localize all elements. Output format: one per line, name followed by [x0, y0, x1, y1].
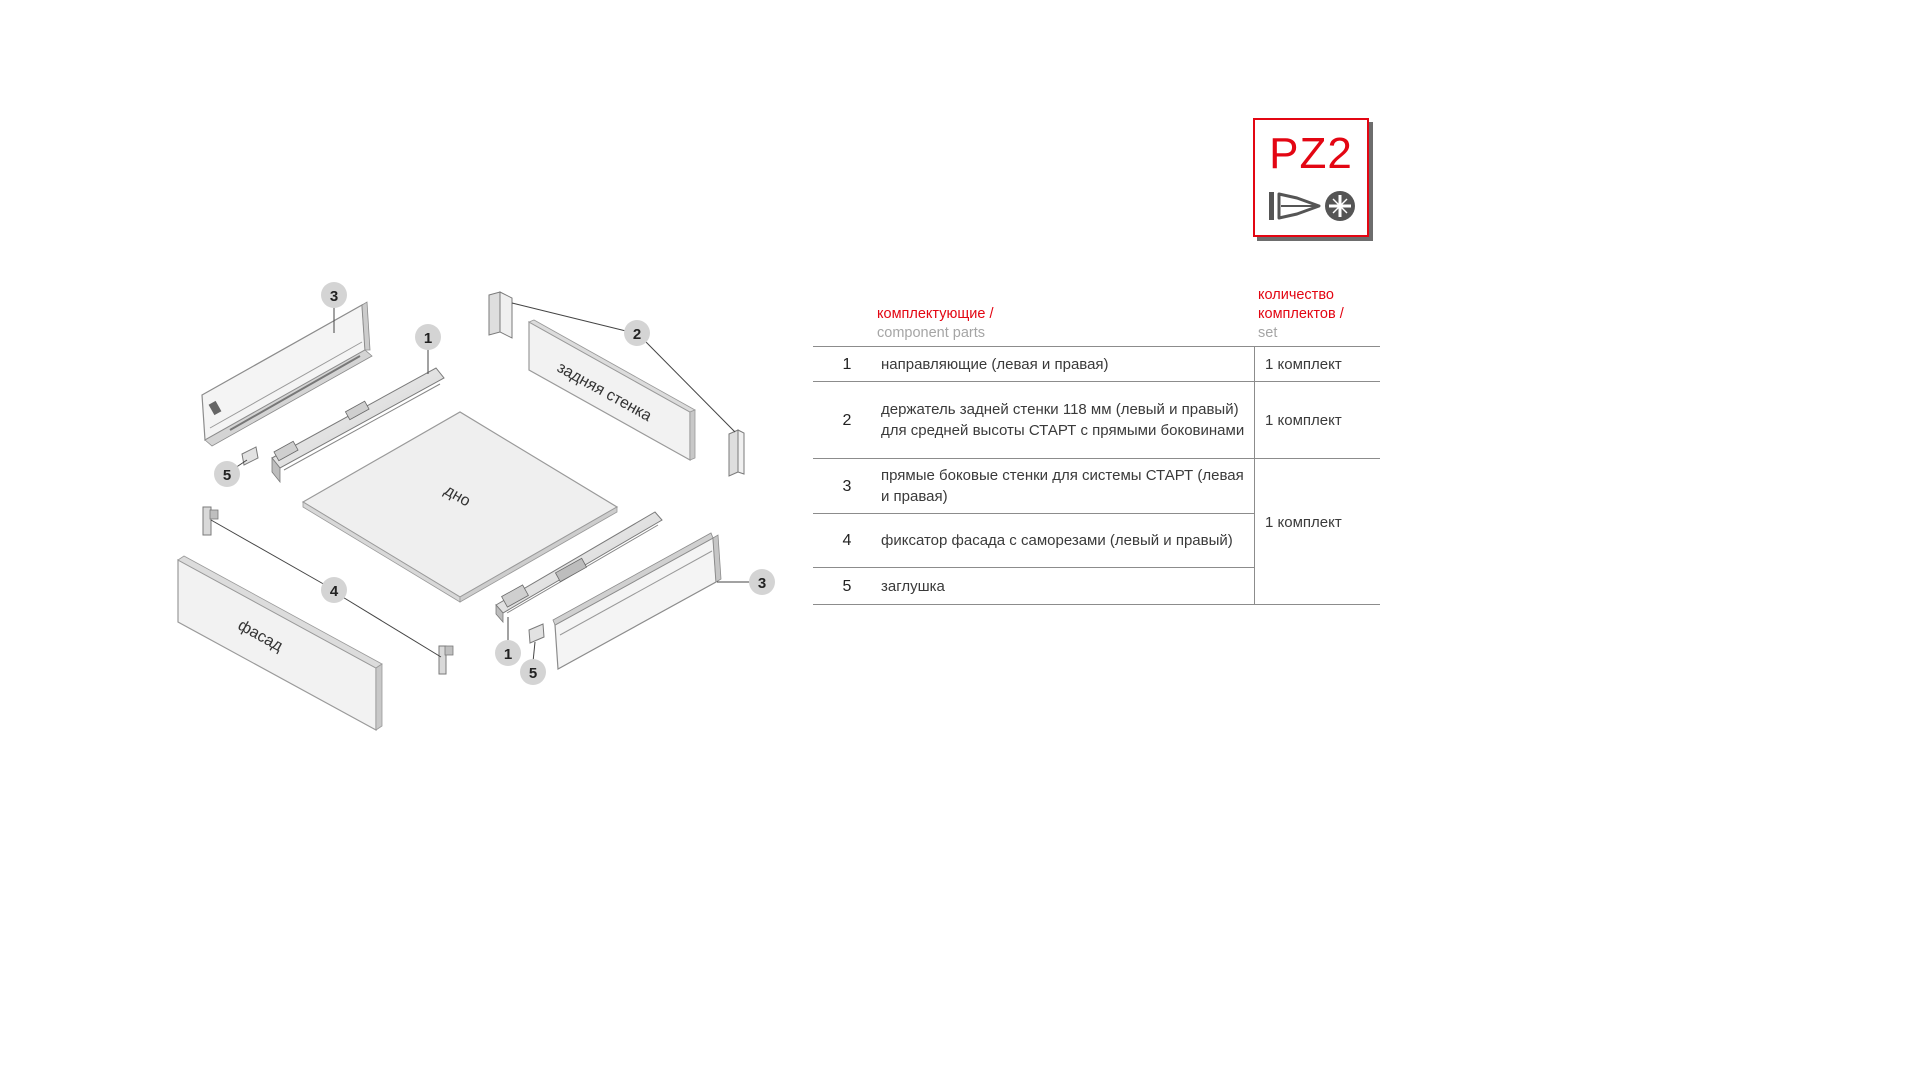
table-row: 5 заглушка — [813, 567, 1380, 605]
row-number: 2 — [813, 381, 881, 459]
table-row: 3 прямые боковые стенки для системы СТАР… — [813, 458, 1380, 605]
left-runner-rail — [271, 367, 445, 484]
callout-1-top: 1 — [415, 324, 441, 350]
header-parts-en: component parts — [877, 325, 986, 341]
header-parts: комплектующие / component parts — [877, 305, 994, 343]
front-fixator-right — [438, 645, 454, 675]
leader-lines — [210, 302, 752, 663]
left-side-wall — [201, 301, 373, 447]
row-description: направляющие (левая и правая) — [881, 346, 1255, 382]
drawer-assembly-diagram: дно задняя стенка фасад — [177, 282, 775, 732]
front-fixator-left — [202, 506, 219, 536]
callout-1-bottom: 1 — [495, 640, 521, 666]
row-number: 3 — [813, 458, 881, 514]
callout-3-top-label: 3 — [330, 288, 338, 305]
callouts: 3 1 2 5 4 3 1 5 — [214, 282, 775, 685]
callout-2-label: 2 — [633, 326, 641, 343]
row-number: 4 — [813, 513, 881, 568]
right-runner-rail — [495, 511, 663, 624]
pz2-logo-text: PZ2 — [1269, 129, 1353, 178]
row-quantity: 1 комплект — [1254, 381, 1380, 459]
back-holder-right — [728, 429, 745, 477]
table-row: 4 фиксатор фасада с саморезами (левый и … — [813, 513, 1380, 568]
row-number: 5 — [813, 567, 881, 605]
callout-3-bottom: 3 — [749, 569, 775, 595]
table-row: 1 направляющие (левая и правая) 1 компле… — [813, 346, 1380, 382]
row-description: держатель задней стенки 118 мм (левый и … — [881, 381, 1255, 459]
header-qty: количество комплектов / set — [1258, 286, 1344, 343]
callout-5-top-label: 5 — [223, 467, 231, 484]
header-parts-ru: комплектующие / — [877, 306, 994, 322]
row-description: заглушка — [881, 567, 1255, 605]
pz2-logo: PZ2 — [1253, 118, 1369, 237]
header-qty-ru-1: количество — [1258, 287, 1334, 303]
callout-1-bottom-label: 1 — [504, 646, 512, 663]
header-qty-en: set — [1258, 325, 1278, 341]
back-holder-left — [488, 291, 513, 339]
bottom-panel: дно — [301, 411, 619, 603]
callout-1-top-label: 1 — [424, 330, 432, 347]
header-qty-ru-2: комплектов / — [1258, 306, 1344, 322]
callout-3-bottom-label: 3 — [758, 575, 766, 592]
row-description: фиксатор фасада с саморезами (левый и пр… — [881, 513, 1255, 568]
table-row: 2 держатель задней стенки 118 мм (левый … — [813, 381, 1380, 459]
row-quantity: 1 комплект — [1254, 346, 1380, 382]
right-side-wall — [552, 532, 722, 670]
callout-5-top: 5 — [214, 461, 240, 487]
front-panel: фасад — [177, 555, 383, 732]
back-panel: задняя стенка — [528, 319, 696, 462]
row-number: 1 — [813, 346, 881, 382]
row-description: прямые боковые стенки для системы СТАРТ … — [881, 458, 1255, 514]
callout-5-bottom-label: 5 — [529, 665, 537, 682]
end-cap-right — [528, 623, 545, 644]
component-parts-table: 1 направляющие (левая и правая) 1 компле… — [813, 346, 1380, 605]
row-quantity: 1 комплект — [1254, 458, 1380, 605]
callout-3-top: 3 — [321, 282, 347, 308]
callout-4: 4 — [321, 577, 347, 603]
screwdriver-bit-icon — [1269, 191, 1355, 221]
callout-5-bottom: 5 — [520, 659, 546, 685]
callout-2: 2 — [624, 320, 650, 346]
callout-4-label: 4 — [330, 583, 339, 600]
